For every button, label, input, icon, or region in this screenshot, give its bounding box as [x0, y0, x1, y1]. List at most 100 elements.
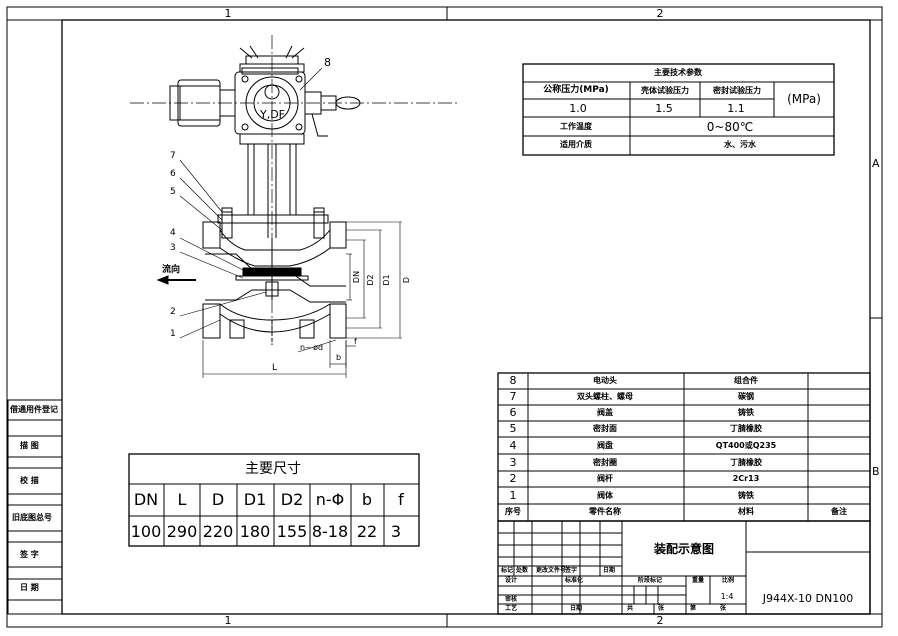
part-no: 2 — [509, 472, 517, 485]
tb-weight: 重量 — [692, 577, 705, 584]
dims-v-l: 290 — [166, 522, 198, 541]
dims-table-grid — [128, 453, 420, 547]
part-name: 阀盘 — [597, 441, 613, 450]
side-strip-old-no: 旧底图总号 — [12, 513, 52, 522]
tb-count: 处数 — [516, 567, 529, 574]
tech-medium-value: 水、污水 — [724, 140, 756, 149]
dims-v-dn: 100 — [130, 522, 162, 541]
part-name: 阀体 — [597, 491, 613, 500]
part-material: 碳钢 — [738, 392, 754, 401]
dims-h-n-phi: n-Φ — [315, 490, 345, 509]
dim-b: b — [336, 353, 342, 362]
actuator-label: Y,DF — [260, 108, 286, 121]
part-no: 4 — [509, 439, 517, 452]
tech-col-seal: 密封试验压力 — [713, 86, 761, 95]
part-material: 丁腈橡胶 — [730, 458, 762, 467]
tb-ratio: 比例 — [722, 577, 735, 584]
tb-total: 共 — [627, 605, 634, 612]
dims-h-d2: D2 — [280, 490, 304, 509]
tb-sign: 签字 — [565, 567, 578, 574]
part-name: 密封圈 — [593, 458, 617, 467]
part-name: 电动头 — [593, 376, 617, 385]
part-name: 双头螺柱、螺母 — [577, 392, 633, 401]
drawing-number: J944X-10 DN100 — [762, 592, 854, 605]
tech-v-shell: 1.5 — [655, 102, 673, 115]
dim-d1: D1 — [382, 274, 391, 286]
part-material: 2Cr13 — [732, 474, 760, 483]
dims-v-n-phi: 8-18 — [311, 522, 349, 541]
title-block-grid — [497, 520, 871, 615]
parts-h-name: 零件名称 — [589, 507, 621, 516]
parts-h-no: 序号 — [505, 507, 521, 516]
tb-mark: 标记 — [501, 567, 514, 574]
tb-date: 日期 — [603, 567, 616, 574]
callout-4: 4 — [170, 228, 176, 238]
side-strip-grid — [7, 399, 63, 615]
callout-3: 3 — [170, 243, 176, 253]
dim-d2: D2 — [366, 274, 375, 286]
inner-frame — [61, 19, 871, 615]
callout-5: 5 — [170, 187, 176, 197]
dims-h-l: L — [177, 490, 187, 509]
tech-medium-label: 适用介质 — [560, 140, 592, 149]
dims-v-d: 220 — [202, 522, 234, 541]
tech-temp-label: 工作温度 — [560, 122, 592, 131]
dims-v-d2: 155 — [276, 522, 308, 541]
tb-no: 第 — [690, 605, 697, 612]
part-no: 6 — [509, 406, 517, 419]
dims-h-b: b — [361, 490, 373, 509]
zone-right-b: B — [872, 465, 880, 478]
tb-design: 设计 — [505, 577, 518, 584]
zone-top-1: 1 — [224, 7, 232, 20]
side-strip-register: 借通用件登记 — [10, 405, 58, 414]
part-material: 铸铁 — [738, 408, 754, 417]
dims-v-f: 3 — [390, 522, 402, 541]
callout-8: 8 — [324, 56, 331, 69]
side-strip-trace: 描 图 — [20, 441, 39, 450]
tb-stage: 阶段标记 — [638, 577, 663, 584]
drawing-title: 装配示意图 — [653, 542, 715, 556]
outer-frame — [6, 6, 883, 628]
part-no: 5 — [509, 422, 517, 435]
part-no: 3 — [509, 456, 517, 469]
tech-table-grid — [522, 63, 835, 156]
part-name: 阀杆 — [597, 474, 613, 483]
valve-drawing — [130, 35, 460, 378]
tb-date2: 日期 — [570, 605, 583, 612]
zone-right-a: A — [872, 157, 880, 170]
tb-docno: 更改文件号 — [536, 567, 567, 574]
tech-temp-value: 0~80℃ — [706, 120, 754, 134]
tb-process: 工艺 — [505, 605, 518, 612]
part-no: 1 — [509, 489, 517, 502]
dim-d: D — [402, 276, 411, 284]
dims-h-f: f — [398, 490, 404, 509]
tb-review: 审核 — [505, 596, 518, 603]
callout-2: 2 — [170, 307, 176, 317]
side-strip-date: 日 期 — [20, 583, 39, 592]
side-strip-check: 校 描 — [20, 476, 39, 485]
callout-6: 6 — [170, 169, 176, 179]
zone-bottom-2: 2 — [656, 614, 664, 627]
dims-v-b: 22 — [356, 522, 378, 541]
dims-v-d1: 180 — [239, 522, 271, 541]
tech-table-title: 主要技术参数 — [654, 68, 702, 77]
callout-7: 7 — [170, 151, 176, 161]
dims-h-d1: D1 — [243, 490, 267, 509]
tb-std: 标准化 — [565, 577, 584, 584]
tech-v-nominal: 1.0 — [569, 102, 587, 115]
dim-bolt: n—ød — [300, 343, 324, 352]
dims-table-title: 主要尺寸 — [245, 461, 301, 477]
side-strip-sign: 签 字 — [20, 550, 39, 559]
dims-h-dn: DN — [133, 490, 159, 509]
dim-l: L — [272, 363, 278, 373]
part-material: 铸铁 — [738, 491, 754, 500]
tech-col-shell: 壳体试验压力 — [641, 86, 689, 95]
part-name: 阀盖 — [597, 408, 613, 417]
parts-table-grid — [497, 372, 871, 522]
part-material: 组合件 — [734, 376, 758, 385]
tb-sheet2: 张 — [720, 605, 727, 612]
parts-h-material: 材料 — [738, 507, 754, 516]
parts-h-note: 备注 — [831, 507, 847, 516]
part-no: 7 — [509, 390, 517, 403]
